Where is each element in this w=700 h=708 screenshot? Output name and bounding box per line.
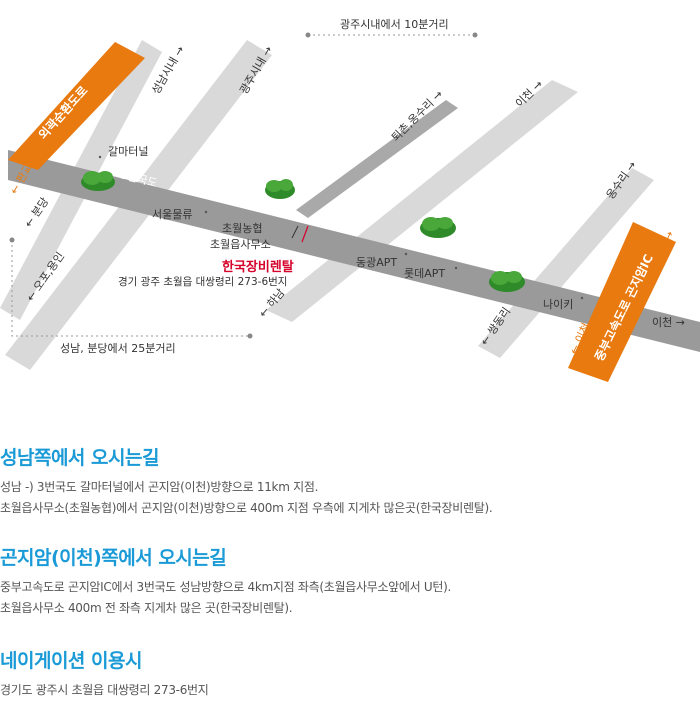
tree-icon	[420, 217, 456, 238]
tree-icon	[265, 179, 295, 199]
distance-label-bottom: 성남, 분당에서 25분거리	[60, 342, 176, 355]
location-map: 광주시내에서 10분거리 성남, 분당에서 25분거리 갈마터널 서울물류 초월…	[0, 18, 700, 382]
label-nike: 나이키	[543, 298, 573, 311]
section-line: 경기도 광주시 초월읍 대쌍령리 273-6번지	[0, 683, 209, 697]
destination-name: 한국장비렌탈	[222, 259, 294, 275]
section-title: 네이게이션 이용시	[0, 650, 142, 672]
section-title: 곤지암(이천)쪽에서 오시는길	[0, 547, 227, 569]
directions-from-gonjiam: 곤지암(이천)쪽에서 오시는길 중부고속도로 곤지암IC에서 3번국도 성남방향…	[0, 543, 690, 619]
label-chowol-office: 초월읍사무소	[210, 238, 271, 251]
section-line: 성남 -) 3번국도 갈마터널에서 곤지암(이천)방향으로 11km 지점.	[0, 480, 319, 494]
section-title: 성남쪽에서 오시는길	[0, 447, 159, 469]
tree-icon	[489, 271, 525, 292]
label-chowol-nh: 초월농협	[222, 222, 262, 235]
section-line: 중부고속도로 곤지암IC에서 3번국도 성남방향으로 4km지점 좌측(초월읍사…	[0, 580, 452, 594]
label-galma-tunnel: 갈마터널	[108, 144, 148, 158]
tree-icon	[81, 171, 115, 191]
section-line: 초월읍사무소 400m 전 좌측 지게차 많은 곳(한국장비렌탈).	[0, 601, 293, 615]
distance-label-top: 광주시내에서 10분거리	[340, 18, 449, 31]
directions-from-seongnam: 성남쪽에서 오시는길 성남 -) 3번국도 갈마터널에서 곤지암(이천)방향으로…	[0, 443, 690, 519]
label-lotte-apt: 롯데APT	[404, 267, 445, 280]
road-route3	[8, 150, 700, 352]
distance-bracket-bottom	[11, 240, 250, 337]
orange-band-ring-road	[8, 42, 145, 170]
label-dongkwang-apt: 동광APT	[356, 256, 397, 269]
orange-band-highway	[568, 222, 676, 382]
dir-icheon-right: 이천 →	[652, 315, 685, 329]
label-seoul-logistics: 서울물류	[152, 208, 192, 221]
destination-address: 경기 광주 초월읍 대쌍령리 273-6번지	[118, 275, 287, 288]
navigation-info: 네이게이션 이용시 경기도 광주시 초월읍 대쌍령리 273-6번지	[0, 646, 690, 701]
road-toechon	[296, 100, 458, 218]
section-line: 초월읍사무소(초월농협)에서 곤지암(이천)방향으로 400m 지점 우측에 지…	[0, 501, 493, 515]
road-ongsuri	[478, 168, 654, 358]
